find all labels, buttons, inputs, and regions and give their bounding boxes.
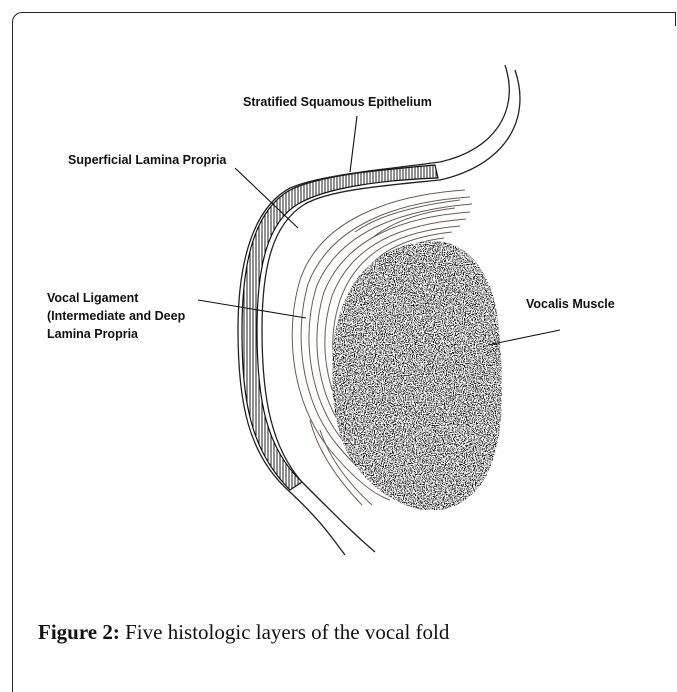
caption-lead: Figure 2: [38,620,120,644]
label-vocal-ligament-sub2: Lamina Propria [47,327,139,341]
label-epithelium: Stratified Squamous Epithelium [243,95,432,109]
vocalis-muscle [333,242,502,510]
label-vocal-ligament: Vocal Ligament [47,291,139,305]
label-superficial-lamina-propria: Superficial Lamina Propria [68,153,227,167]
label-vocalis-muscle: Vocalis Muscle [526,297,615,311]
vocal-fold-diagram: Stratified Squamous Epithelium Superfici… [0,0,677,677]
label-vocal-ligament-sub1: (Intermediate and Deep [47,309,186,323]
figure-caption: Figure 2: Five histologic layers of the … [38,620,449,645]
caption-text: Five histologic layers of the vocal fold [125,620,449,644]
